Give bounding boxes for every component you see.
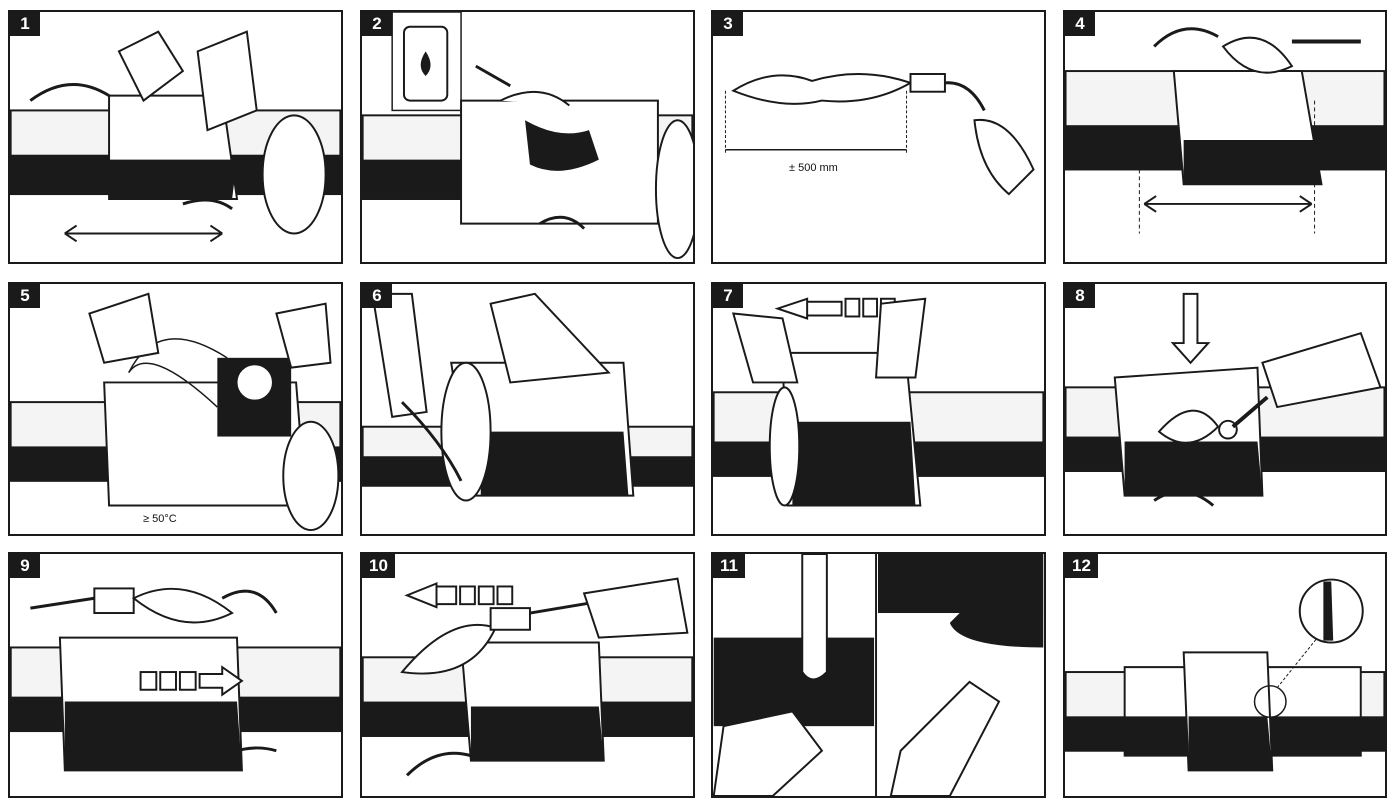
illustration-heat-shrinking-center <box>1065 284 1385 534</box>
step-panel-5: 5 ≥ 50°C <box>8 282 343 536</box>
step-number-badge: 3 <box>713 12 743 36</box>
step-number-badge: 10 <box>362 554 395 578</box>
illustration-checking-sleeve-edges <box>713 554 1044 796</box>
illustration-pressing-sleeve <box>713 284 1044 534</box>
illustration-heat-shrinking-ends <box>362 554 693 796</box>
illustration-torch-flame-length <box>713 12 1044 262</box>
step-panel-11: 11 <box>711 552 1046 798</box>
step-panel-9: 9 <box>8 552 343 798</box>
step-number-badge: 1 <box>10 12 40 36</box>
flame-length-label: ± 500 mm <box>789 162 838 174</box>
step-panel-6: 6 <box>360 282 695 536</box>
illustration-brushing-pipe <box>10 12 341 262</box>
illustration-heat-shrinking-outward <box>10 554 341 796</box>
illustration-preheating-pipe <box>1065 12 1385 262</box>
illustration-temperature-measurement <box>10 284 341 534</box>
step-panel-2: 2 <box>360 10 695 264</box>
step-panel-10: 10 <box>360 552 695 798</box>
step-number-badge: 4 <box>1065 12 1095 36</box>
illustration-finished-joint <box>1065 554 1385 796</box>
illustration-wrapping-sleeve <box>362 284 693 534</box>
step-panel-3: 3 ± 500 mm <box>711 10 1046 264</box>
step-number-badge: 11 <box>713 554 745 578</box>
step-number-badge: 6 <box>362 284 392 308</box>
step-number-badge: 12 <box>1065 554 1098 578</box>
step-number-badge: 8 <box>1065 284 1095 308</box>
temperature-label: ≥ 50°C <box>143 513 177 525</box>
step-panel-4: 4 <box>1063 10 1387 264</box>
step-panel-12: 12 <box>1063 552 1387 798</box>
step-number-badge: 9 <box>10 554 40 578</box>
step-number-badge: 7 <box>713 284 743 308</box>
step-panel-1: 1 <box>8 10 343 264</box>
step-number-badge: 2 <box>362 12 392 36</box>
step-panel-7: 7 <box>711 282 1046 536</box>
step-number-badge: 5 <box>10 284 40 308</box>
illustration-cleaning-with-solvent <box>362 12 693 262</box>
step-panel-8: 8 <box>1063 282 1387 536</box>
